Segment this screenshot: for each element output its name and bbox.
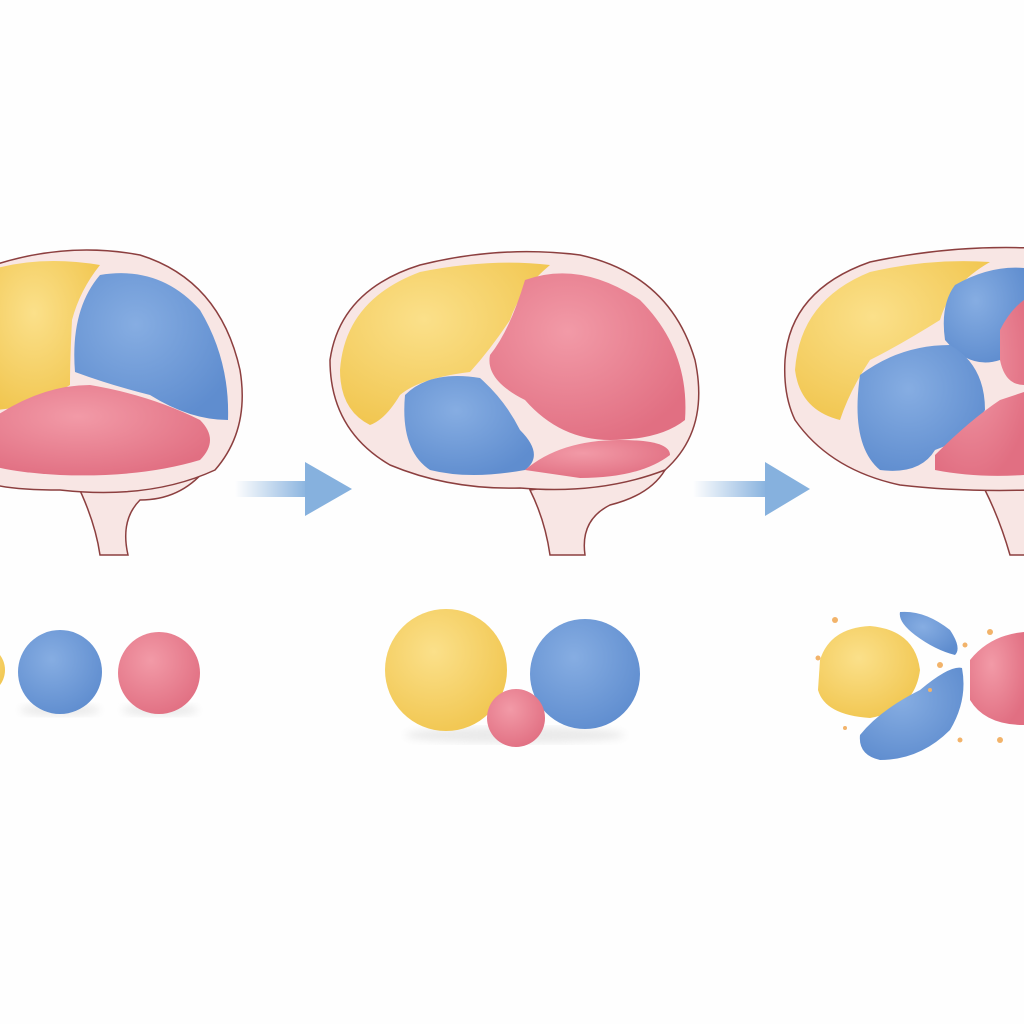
pink-sphere bbox=[118, 632, 200, 714]
spheres-stage-2 bbox=[385, 609, 640, 747]
pink-sphere bbox=[487, 689, 545, 747]
yellow-fragment bbox=[818, 626, 920, 718]
pink-region bbox=[0, 385, 210, 476]
yellow-sphere bbox=[385, 609, 507, 731]
brain-stage-1 bbox=[0, 249, 243, 556]
yellow-sphere bbox=[0, 655, 5, 685]
yellow-region bbox=[795, 261, 990, 420]
blue-sphere bbox=[18, 630, 102, 714]
brain-stem bbox=[528, 469, 667, 556]
blue-fragment-upper bbox=[899, 611, 958, 655]
brain-stage-2 bbox=[329, 250, 700, 556]
pink-fragment bbox=[970, 632, 1024, 725]
brain-stem bbox=[983, 489, 1024, 556]
yellow-region bbox=[0, 261, 100, 410]
pink-region bbox=[935, 300, 1024, 476]
blue-region bbox=[74, 273, 229, 420]
blue-fragment-lower bbox=[859, 667, 964, 760]
arrow-right-icon bbox=[693, 462, 810, 516]
spheres-stage-3-fragmented bbox=[815, 611, 1024, 760]
spheres-stage-1 bbox=[0, 630, 200, 716]
arrow-right-icon bbox=[235, 462, 352, 516]
blue-sphere bbox=[530, 619, 640, 729]
yellow-region bbox=[340, 262, 550, 425]
debris-particles bbox=[815, 617, 1003, 743]
blue-region bbox=[404, 376, 534, 475]
pink-region bbox=[489, 273, 686, 440]
brain-stage-3 bbox=[783, 246, 1024, 556]
pink-region-lower bbox=[525, 440, 670, 478]
